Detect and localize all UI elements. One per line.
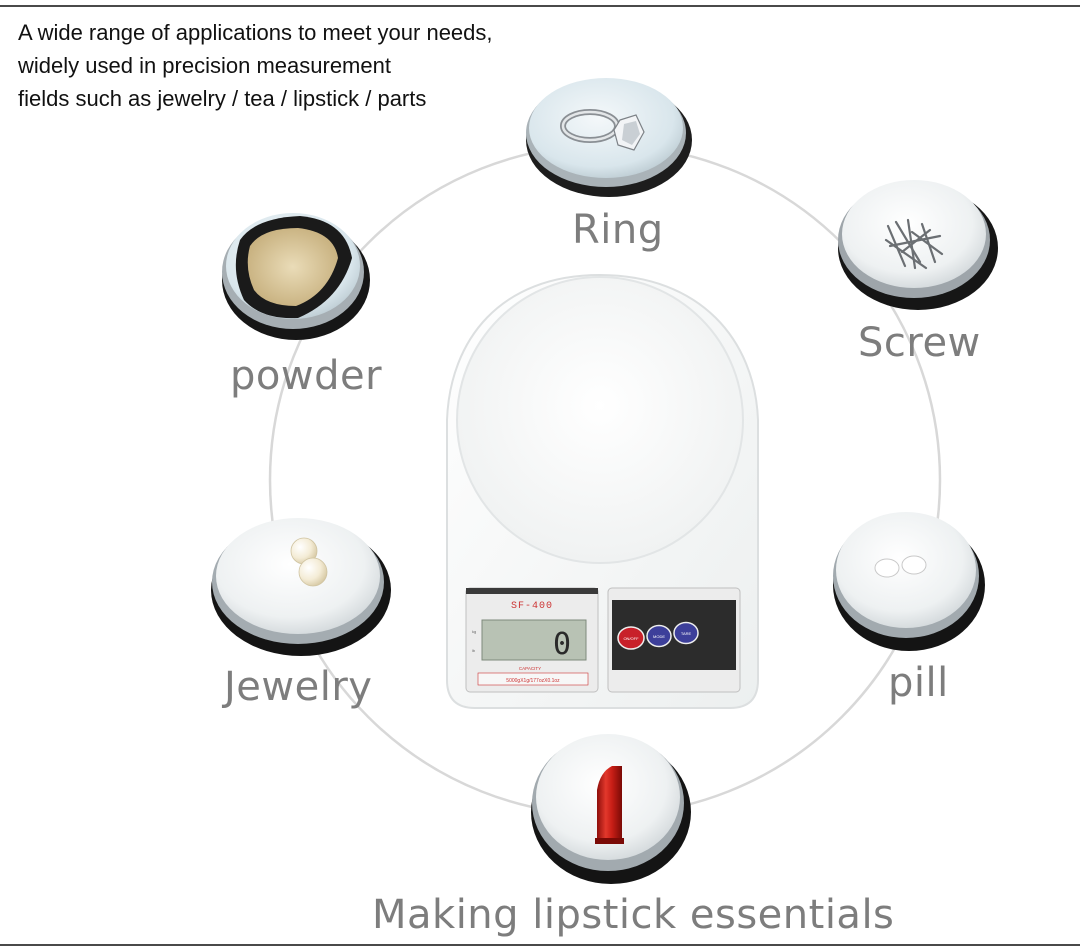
headline: A wide range of applications to meet you… <box>18 16 493 115</box>
on-off-button[interactable] <box>617 626 645 650</box>
svg-text:MODE: MODE <box>653 634 665 639</box>
top-divider <box>0 5 1080 7</box>
svg-text:ON/OFF: ON/OFF <box>623 636 639 641</box>
ring-icon <box>560 109 645 151</box>
svg-text:TARE: TARE <box>681 631 692 636</box>
capacity-label: CAPACITY <box>519 666 541 671</box>
scale-button-panel: ON/OFF MODE TARE <box>607 587 741 693</box>
headline-line-2: widely used in precision measurement <box>18 53 391 78</box>
scale-model-label: SF-400 <box>511 601 553 612</box>
headline-line-3: fields such as jewelry / tea / lipstick … <box>18 86 427 111</box>
label-lipstick: Making lipstick essentials <box>372 892 895 938</box>
mode-button[interactable] <box>646 624 672 648</box>
svg-text:kg: kg <box>472 629 476 634</box>
screw-dish <box>838 180 998 310</box>
headline-line-1: A wide range of applications to meet you… <box>18 20 493 45</box>
pearl-icon <box>290 537 328 587</box>
ring-dish <box>526 78 692 197</box>
pill-icon <box>874 555 927 578</box>
capacity-value: 5000gX1g/177ozX0.1oz <box>506 678 560 684</box>
lipstick-dish <box>531 734 691 884</box>
scale-readout: 0 <box>553 627 571 662</box>
kitchen-scale: SF-400 0 kg lb CAPACITY 5000gX1g/177ozX0… <box>446 273 759 709</box>
powder-dish <box>222 213 370 340</box>
label-screw: Screw <box>858 320 981 366</box>
scale-display-panel: SF-400 0 kg lb CAPACITY 5000gX1g/177ozX0… <box>465 587 599 693</box>
jewelry-dish <box>211 518 391 656</box>
bottom-divider <box>0 944 1080 946</box>
pill-dish <box>833 512 985 651</box>
tare-button[interactable] <box>673 621 699 645</box>
label-ring: Ring <box>572 207 664 253</box>
svg-text:lb: lb <box>472 648 476 653</box>
scale-platform <box>456 276 744 564</box>
label-pill: pill <box>888 660 949 706</box>
powder-icon <box>247 228 338 306</box>
label-powder: powder <box>230 353 383 399</box>
lipstick-icon <box>597 766 622 842</box>
screw-icon <box>884 218 944 270</box>
label-jewelry: Jewelry <box>224 664 373 710</box>
